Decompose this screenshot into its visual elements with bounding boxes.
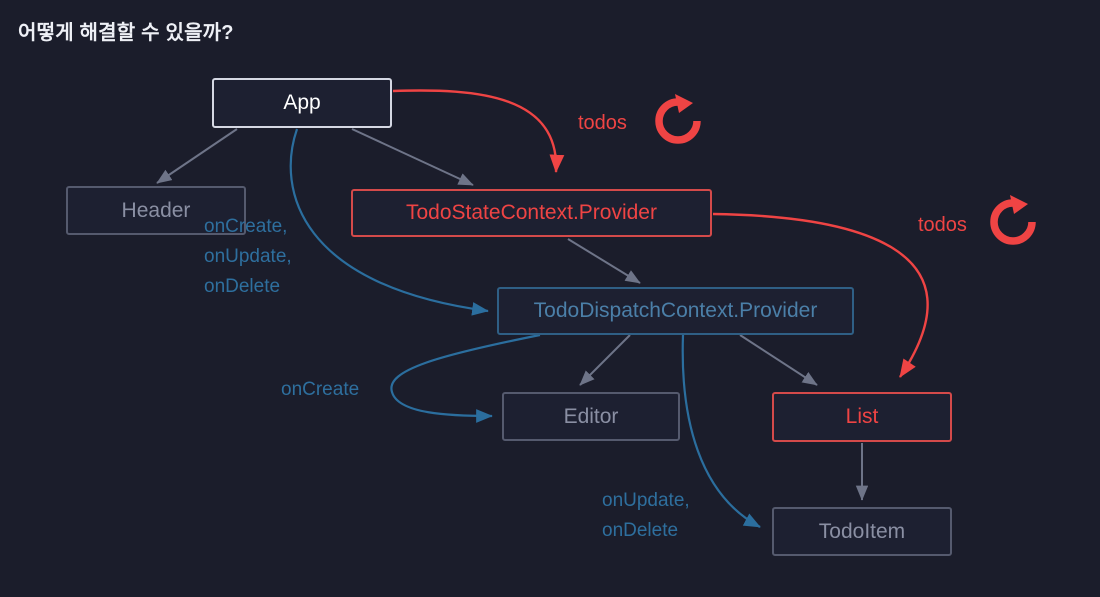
refresh-icon [990,195,1036,245]
node-todo-state-context-provider-label: TodoStateContext.Provider [406,201,657,224]
edge-dispatch-to-todoitem-blue [681,334,761,528]
edge-label-todos-top: todos [578,112,627,134]
edge-app-to-state-provider-red [392,89,565,173]
edge-dispatch-to-editor-blue [390,333,541,423]
node-todo-dispatch-context-provider-label: TodoDispatchContext.Provider [533,299,818,322]
node-editor[interactable]: Editor [502,392,680,441]
edge-label-on-create-update-delete: onCreate, onUpdate, onDelete [204,216,292,297]
node-todoitem-label: TodoItem [818,519,906,543]
node-todoitem[interactable]: TodoItem [772,507,952,556]
node-list[interactable]: List [772,392,952,442]
edge-dispatch-to-list [739,334,818,386]
edge-app-to-state-provider [351,128,474,186]
refresh-icon [655,94,701,144]
edge-state-to-dispatch-provider [567,238,641,284]
edge-label-on-create: onCreate [281,379,360,400]
node-app[interactable]: App [212,78,392,128]
node-todo-state-context-provider[interactable]: TodoStateContext.Provider [351,189,712,237]
page-title: 어떻게 해결할 수 있을까? [18,22,234,44]
edge-state-provider-to-list [712,212,929,378]
node-header[interactable]: Header [66,186,246,235]
edge-dispatch-to-editor [579,334,631,386]
node-editor-label: Editor [563,404,619,428]
node-app-label: App [283,91,321,114]
edge-app-to-dispatch-provider [289,128,489,316]
edge-label-todos-right: todos [918,214,967,236]
node-todo-dispatch-context-provider[interactable]: TodoDispatchContext.Provider [497,287,854,335]
node-header-label: Header [121,198,191,222]
edge-app-to-header [156,128,238,184]
edge-label-on-update-delete: onUpdate, onDelete [602,490,690,541]
node-list-label: List [845,405,879,428]
